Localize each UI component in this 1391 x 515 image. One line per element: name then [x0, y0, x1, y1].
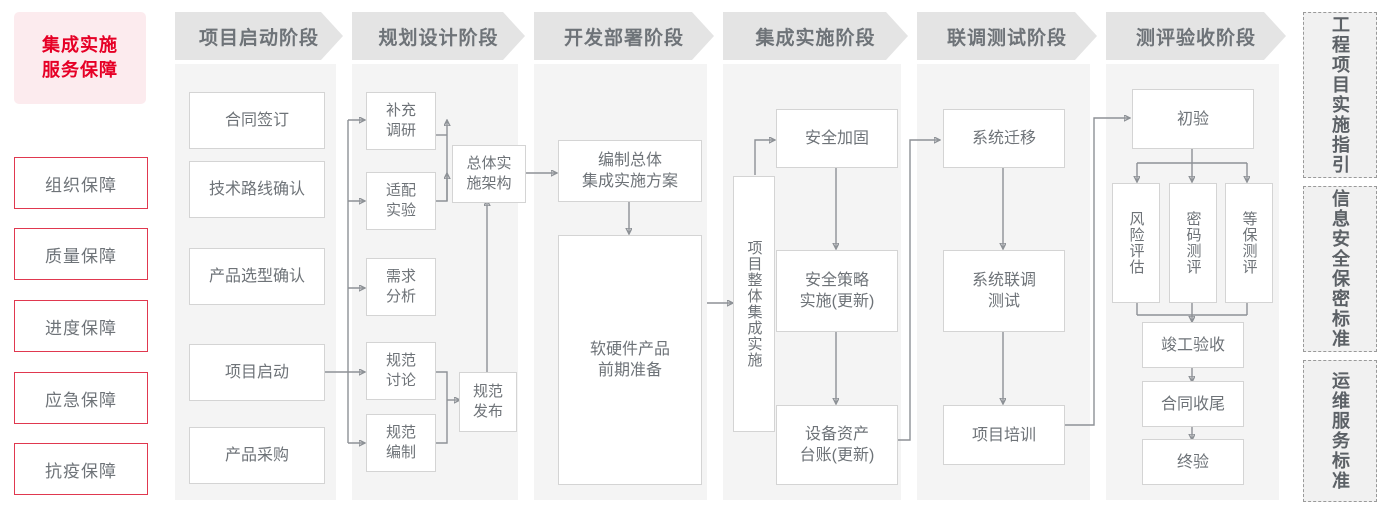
node-label: 编制总体 集成实施方案 [581, 152, 678, 190]
node-product-selection[interactable]: 产品选型确认 [189, 248, 325, 305]
node-label: 系统联调 测试 [971, 272, 1036, 310]
node-preliminary-acceptance[interactable]: 初验 [1132, 89, 1254, 149]
phase-header-1[interactable]: 项目启动阶段 [175, 12, 343, 60]
guarantee-item-quality[interactable]: 质量保障 [14, 228, 148, 280]
node-requirement-analysis[interactable]: 需求 分析 [366, 258, 436, 316]
node-label: 安全策略 实施(更新) [799, 272, 875, 310]
node-contract-signing[interactable]: 合同签订 [189, 92, 325, 149]
node-contract-closure[interactable]: 合同收尾 [1142, 381, 1244, 427]
phase-header-5[interactable]: 联调测试阶段 [917, 12, 1097, 60]
phase-header-2[interactable]: 规划设计阶段 [352, 12, 525, 60]
node-label: 补充 调研 [385, 102, 416, 139]
guarantee-header-line1: 集成实施 [42, 35, 118, 55]
node-supplementary-research[interactable]: 补充 调研 [366, 92, 436, 150]
standard-infosec-confidential[interactable]: 信息安全保密标准 [1303, 186, 1377, 352]
node-overall-implementation-architecture[interactable]: 总体实 施架构 [452, 145, 526, 203]
node-spec-release[interactable]: 规范 发布 [459, 372, 517, 432]
node-label: 规范 发布 [472, 383, 503, 420]
guarantee-item-emergency[interactable]: 应急保障 [14, 372, 148, 424]
node-project-kickoff[interactable]: 项目启动 [189, 344, 325, 401]
node-completion-acceptance[interactable]: 竣工验收 [1142, 322, 1244, 368]
phase-header-3[interactable]: 开发部署阶段 [534, 12, 714, 60]
guarantee-item-epidemic[interactable]: 抗疫保障 [14, 443, 148, 495]
node-final-acceptance[interactable]: 终验 [1142, 439, 1244, 485]
standard-engineering-guide[interactable]: 工程项目实施指引 [1303, 12, 1377, 178]
guarantee-header: 集成实施 服务保障 [14, 12, 146, 104]
node-risk-assessment[interactable]: 风险评估 [1112, 183, 1160, 303]
node-label: 需求 分析 [385, 268, 416, 305]
node-overall-integration-plan[interactable]: 编制总体 集成实施方案 [558, 140, 702, 202]
node-project-training[interactable]: 项目培训 [943, 405, 1065, 465]
node-overall-project-integration[interactable]: 项目整体集成实施 [733, 176, 775, 432]
guarantee-header-line2: 服务保障 [42, 60, 118, 80]
guarantee-item-organization[interactable]: 组织保障 [14, 157, 148, 209]
node-label: 设备资产 台账(更新) [799, 426, 875, 464]
phase-header-6[interactable]: 测评验收阶段 [1106, 12, 1286, 60]
node-security-hardening[interactable]: 安全加固 [776, 109, 898, 168]
node-hw-sw-preparation[interactable]: 软硬件产品 前期准备 [558, 235, 702, 485]
node-label: 规范 讨论 [385, 352, 416, 389]
node-label: 总体实 施架构 [466, 155, 512, 192]
node-label: 适配 实验 [385, 182, 416, 219]
node-system-migration[interactable]: 系统迁移 [943, 109, 1065, 168]
node-adaptation-experiment[interactable]: 适配 实验 [366, 172, 436, 230]
node-security-policy-update[interactable]: 安全策略 实施(更新) [776, 250, 898, 332]
node-spec-discussion[interactable]: 规范 讨论 [366, 342, 436, 400]
node-label: 软硬件产品 前期准备 [589, 341, 670, 379]
node-spec-drafting[interactable]: 规范 编制 [366, 414, 436, 472]
standard-ops-service[interactable]: 运维服务标准 [1303, 360, 1377, 502]
node-mlps-evaluation[interactable]: 等保测评 [1225, 183, 1273, 303]
guarantee-item-schedule[interactable]: 进度保障 [14, 300, 148, 352]
node-tech-route-confirm[interactable]: 技术路线确认 [189, 161, 325, 218]
phase-header-4[interactable]: 集成实施阶段 [723, 12, 908, 60]
node-system-joint-test[interactable]: 系统联调 测试 [943, 250, 1065, 332]
node-label: 规范 编制 [385, 424, 416, 461]
node-asset-ledger-update[interactable]: 设备资产 台账(更新) [776, 405, 898, 485]
node-crypto-evaluation[interactable]: 密码测评 [1169, 183, 1217, 303]
node-product-purchase[interactable]: 产品采购 [189, 427, 325, 484]
